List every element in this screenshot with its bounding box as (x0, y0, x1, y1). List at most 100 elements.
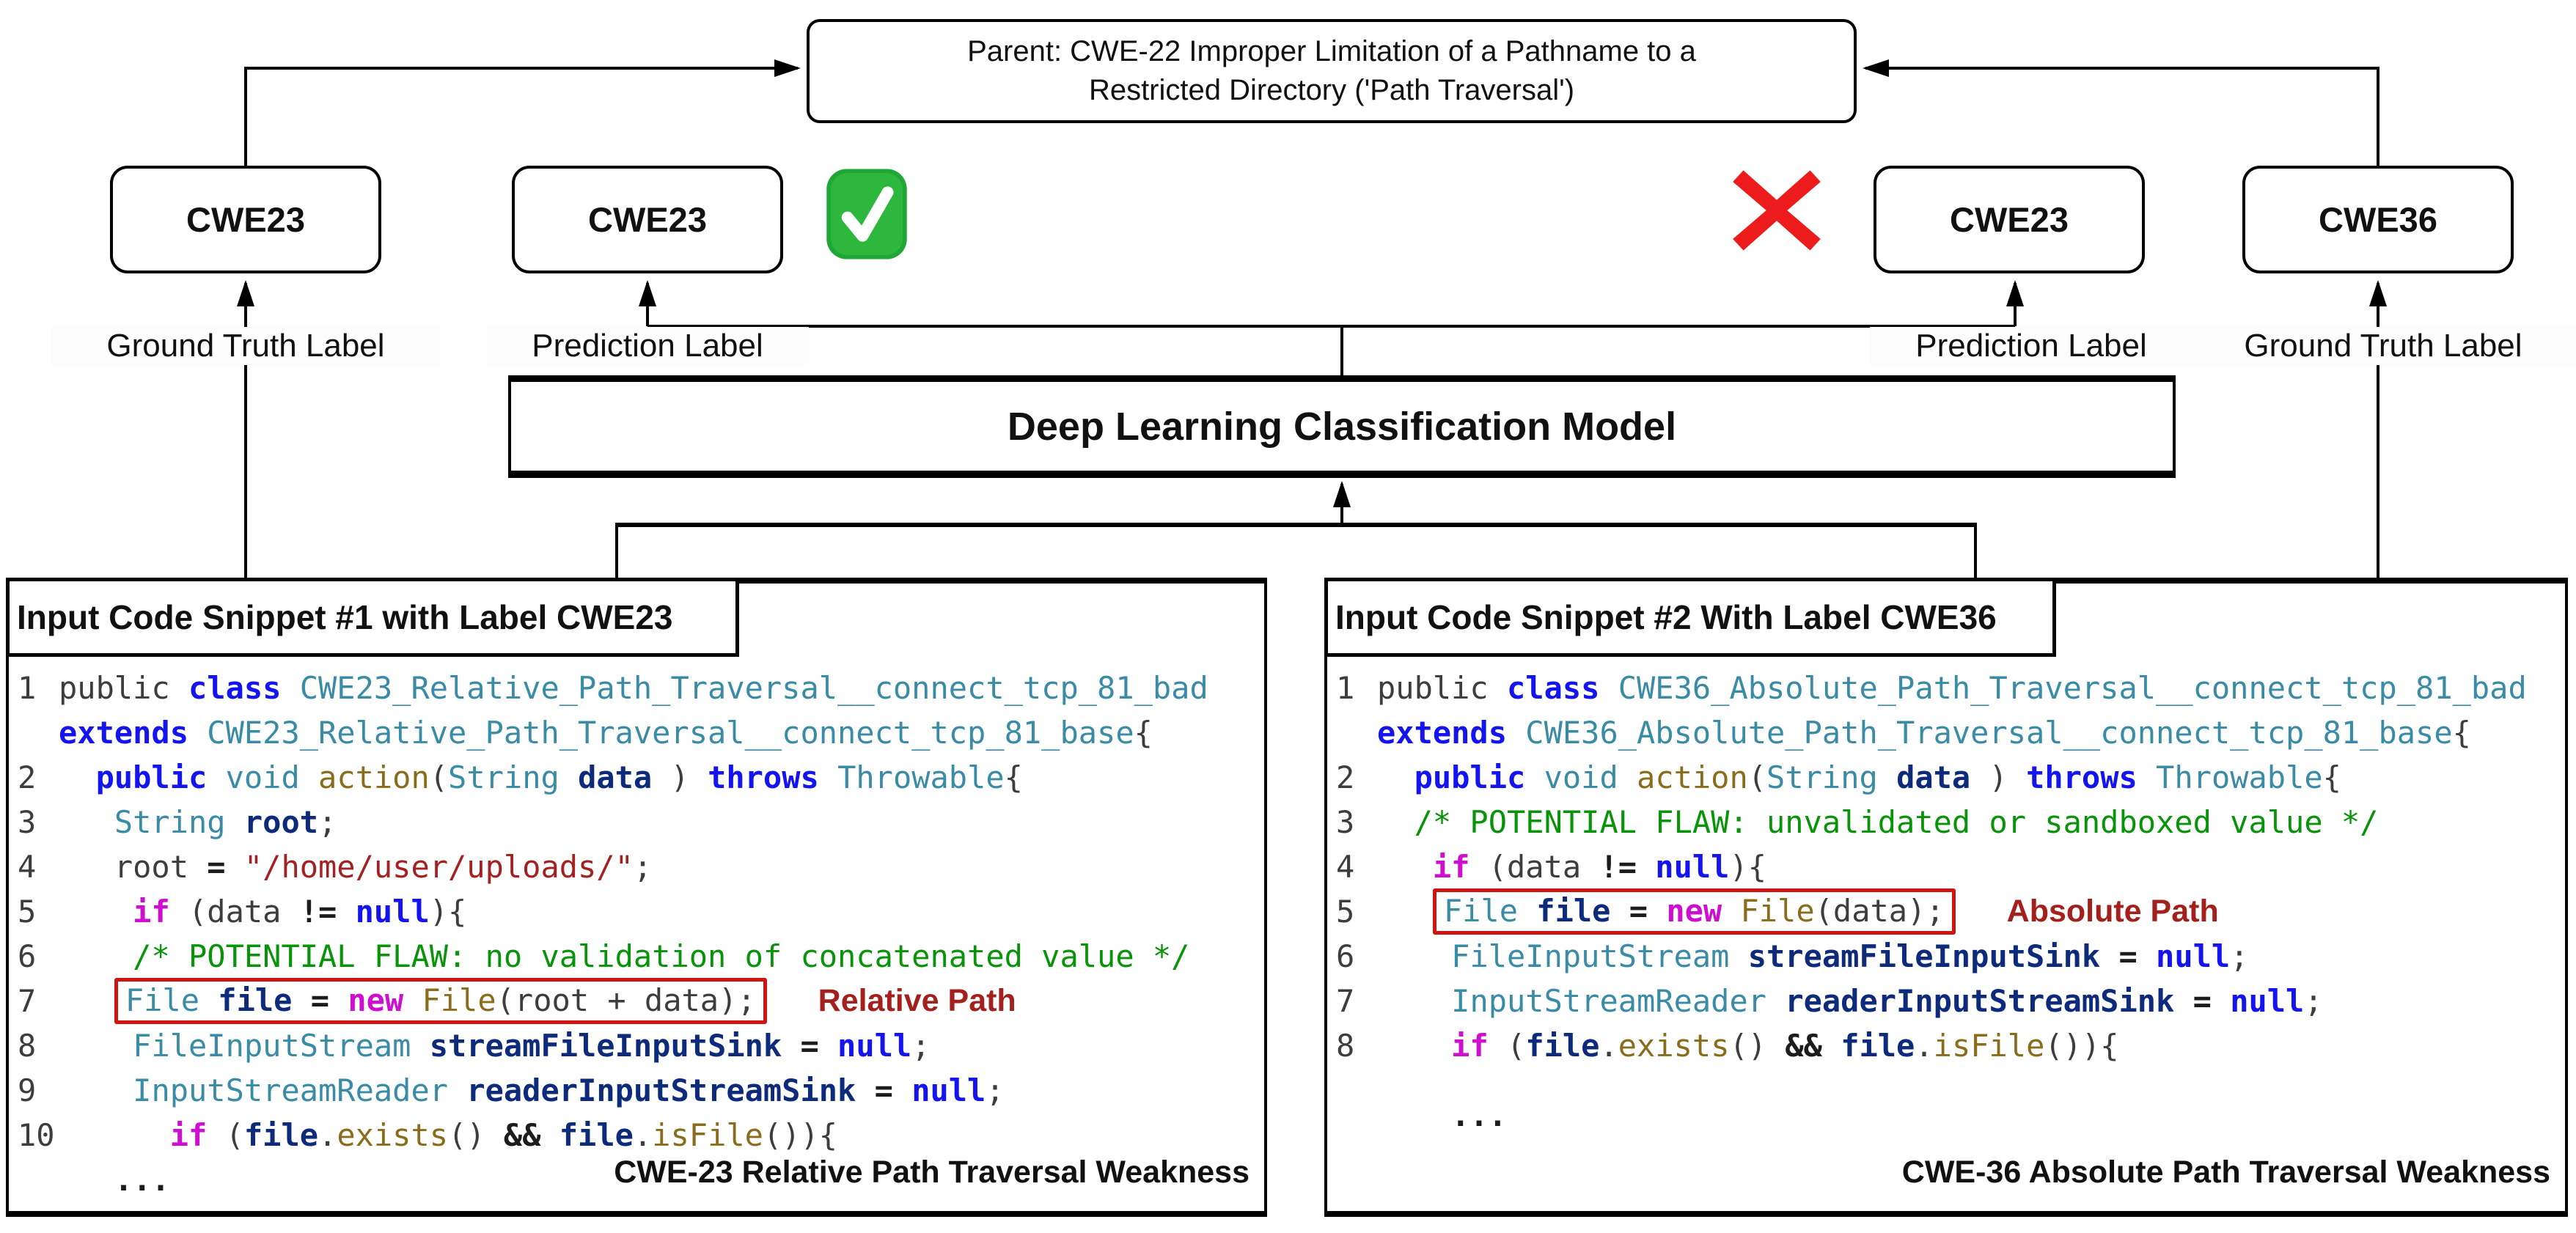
code-token: ; (2230, 938, 2249, 974)
code-token: (root + data); (496, 982, 756, 1018)
code-line: 7 File file = new File(root + data);Rela… (18, 978, 1258, 1024)
flaw-annotation: Absolute Path (2006, 894, 2219, 929)
code-token: CWE23_Relative_Path_Traversal__connect_t… (299, 670, 1208, 706)
code-token: public (1414, 759, 1544, 795)
parent-cwe22-box: Parent: CWE-22 Improper Limitation of a … (807, 19, 1857, 123)
line-number: 6 (1336, 938, 1355, 974)
snippet-2-header: Input Code Snippet #2 With Label CWE36 (1324, 578, 2056, 657)
code-token: streamFileInputSink (429, 1028, 801, 1064)
code-token: extends (1377, 715, 1526, 751)
prediction-left-caption: Prediction Label (486, 327, 809, 365)
line-number: 7 (18, 983, 37, 1019)
snippet-1-header-label: Input Code Snippet #1 with Label CWE23 (17, 598, 673, 636)
code-token: () (1729, 1028, 1786, 1064)
code-token: public (95, 759, 226, 795)
code-token: = (800, 1028, 838, 1064)
code-token: File (125, 982, 219, 1018)
code-token: action (1637, 759, 1748, 795)
code-line: 5 if (data != null){ (18, 889, 1258, 934)
code-token: ; (2304, 983, 2323, 1019)
code-token: ()){ (763, 1117, 838, 1153)
code-token (59, 894, 133, 930)
code-line: 5 File file = new File(data);Absolute Pa… (1336, 888, 2559, 935)
flaw-highlight-box: File file = new File(data); (1432, 888, 1956, 935)
code-token: ()){ (2044, 1028, 2119, 1064)
ground-truth-left-box: CWE23 (110, 166, 381, 273)
code-token: Throwable (2156, 759, 2323, 795)
code-token: Throwable (837, 759, 1005, 795)
code-token (59, 938, 133, 974)
code-token: ( (225, 1117, 244, 1153)
code-token: null (837, 1028, 912, 1064)
code-token: CWE36_Absolute_Path_Traversal__connect_t… (1618, 670, 2527, 706)
code-line: 3 /* POTENTIAL FLAW: unvalidated or sand… (1336, 800, 2559, 844)
code-line: ... (1336, 1093, 2559, 1138)
code-line: 7 InputStreamReader readerInputStreamSin… (1336, 979, 2559, 1023)
correct-check-icon (825, 167, 909, 261)
code-token: (data (1488, 849, 1600, 885)
code-line: 8 if (file.exists() && file.isFile()){ (1336, 1023, 2559, 1068)
code-token: if (1451, 1028, 1508, 1064)
line-number: 1 (18, 670, 37, 706)
code-token (59, 759, 96, 795)
code-token: != (299, 894, 356, 930)
code-token (1377, 849, 1433, 885)
code-token: . (1915, 1028, 1934, 1064)
ground-truth-left-caption: Ground Truth Label (51, 327, 440, 365)
snippet-1-caption: CWE-23 Relative Path Traversal Weakness (614, 1155, 1250, 1190)
arrow-gtleft-to-parent (244, 59, 801, 169)
code-token: ){ (429, 894, 467, 930)
code-snippet-1-box: Input Code Snippet #1 with Label CWE23 1… (6, 578, 1267, 1217)
code-token: throws (2026, 759, 2157, 795)
code-token: ; (633, 849, 653, 885)
line-number: 3 (18, 804, 37, 840)
code-token: (data); (1814, 893, 1945, 929)
code-token: throws (708, 759, 838, 795)
code-token: null (2156, 938, 2231, 974)
code-token: { (1134, 715, 1153, 751)
code-token: null (911, 1072, 986, 1108)
code-token (1377, 804, 1414, 840)
code-line: extends CWE23_Relative_Path_Traversal__c… (18, 710, 1258, 755)
code-token: exists (1618, 1028, 1730, 1064)
code-token: File (422, 982, 496, 1018)
code-token: InputStreamReader (1451, 983, 1786, 1019)
code-token: CWE36_Absolute_Path_Traversal__connect_t… (1525, 715, 2453, 751)
code-line: extends CWE36_Absolute_Path_Traversal__c… (1336, 710, 2559, 755)
code-token: ( (1747, 759, 1767, 795)
code-token: ... (59, 1162, 170, 1198)
code-line: 10 if (file.exists() && file.isFile()){ (18, 1113, 1258, 1157)
code-token: null (355, 894, 430, 930)
line-number: 4 (18, 849, 37, 885)
code-token: = (207, 849, 244, 885)
code-token: extends (59, 715, 208, 751)
code-token: if (133, 894, 189, 930)
flaw-highlight-box: File file = new File(root + data); (114, 978, 767, 1024)
code-token: String (1766, 759, 1897, 795)
line-number: 2 (18, 759, 37, 795)
code-token: ) (1989, 759, 2027, 795)
prediction-right-caption: Prediction Label (1870, 327, 2192, 365)
code-token: public (1377, 670, 1508, 706)
code-token (1377, 1028, 1451, 1064)
parent-cwe22-line1: Parent: CWE-22 Improper Limitation of a … (967, 35, 1696, 67)
code-token (59, 1072, 133, 1108)
code-token: exists (337, 1117, 449, 1153)
code-token: { (2452, 715, 2471, 751)
code-token: = (310, 982, 348, 1018)
code-token: ... (1377, 1097, 1508, 1133)
code-snippet-2-box: Input Code Snippet #2 With Label CWE36 1… (1324, 578, 2568, 1217)
code-token: String (114, 804, 244, 840)
code-token: null (1655, 849, 1730, 885)
line-number: 10 (18, 1117, 55, 1153)
code-token: file (1841, 1028, 1915, 1064)
code-token (59, 1117, 170, 1153)
code-token: file (243, 1117, 319, 1153)
code-token: { (1004, 759, 1023, 795)
code-token: "/home/user/uploads/" (243, 849, 634, 885)
code-token: = (874, 1072, 912, 1108)
